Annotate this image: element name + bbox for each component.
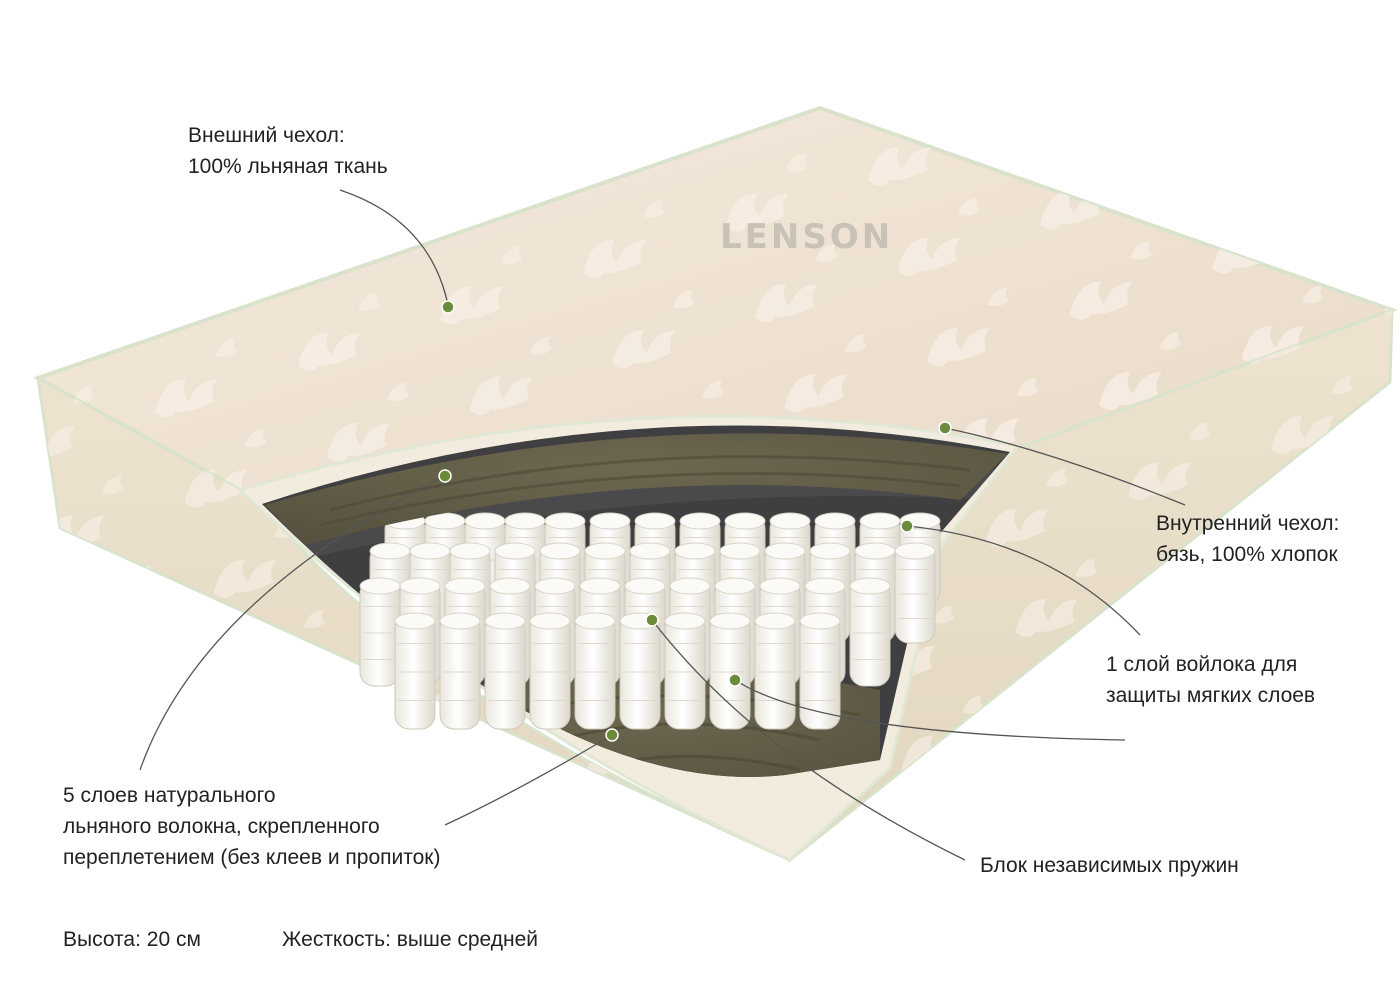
spec-height: Высота: 20 см xyxy=(63,928,201,951)
callout-outer-cover-line2: 100% льняная ткань xyxy=(188,155,388,178)
callout-flax-layers: 5 слоев натурального льняного волокна, с… xyxy=(63,780,441,873)
leader-felt-bottom xyxy=(734,679,1126,741)
callout-flax-line1: 5 слоев натурального xyxy=(63,784,276,807)
spring-47 xyxy=(754,612,796,730)
spring-48 xyxy=(799,612,841,730)
spring-41 xyxy=(484,612,526,730)
callout-felt-line2: защиты мягких слоев xyxy=(1106,684,1316,707)
spring-44 xyxy=(619,612,661,730)
spring-46 xyxy=(709,612,751,730)
leader-felt-top xyxy=(906,525,1141,636)
callout-spring-block: Блок независимых пружин xyxy=(980,850,1239,881)
spring-39 xyxy=(394,612,436,730)
callout-inner-cover-line2: бязь, 100% хлопок xyxy=(1156,543,1338,566)
spring-42 xyxy=(529,612,571,730)
callout-flax-line3: переплетением (без клеев и пропиток) xyxy=(63,846,441,869)
callout-outer-cover: Внешний чехол: 100% льняная ткань xyxy=(188,120,388,182)
callout-dots xyxy=(438,300,952,742)
dot-felt-bottom xyxy=(728,673,742,687)
callout-springs-line1: Блок независимых пружин xyxy=(980,854,1239,877)
leader-lines xyxy=(139,189,1186,861)
dot-flax-bottom xyxy=(605,728,619,742)
spring-26 xyxy=(894,542,936,644)
leader-flax xyxy=(139,475,446,771)
dot-flax-top xyxy=(438,469,452,483)
brand-logo: LENSON xyxy=(720,217,893,257)
leader-outer-cover xyxy=(339,189,449,306)
callout-outer-cover-line1: Внешний чехол: xyxy=(188,124,345,147)
spring-40 xyxy=(439,612,481,730)
spring-45 xyxy=(664,612,706,730)
leader-flax-bottom xyxy=(444,734,613,826)
dot-outer-cover xyxy=(441,300,455,314)
spring-27 xyxy=(359,577,401,687)
callout-inner-cover-line1: Внутренний чехол: xyxy=(1156,512,1340,535)
leader-inner-cover xyxy=(944,427,1186,506)
callout-felt-line1: 1 слой войлока для xyxy=(1106,653,1298,676)
leader-springs xyxy=(651,619,966,861)
spec-firmness: Жесткость: выше средней xyxy=(282,928,539,951)
spring-38 xyxy=(849,577,891,687)
dot-felt-top xyxy=(900,519,914,533)
callout-felt-layer: 1 слой войлока для защиты мягких слоев xyxy=(1106,649,1315,711)
callout-inner-cover: Внутренний чехол: бязь, 100% хлопок xyxy=(1156,508,1339,570)
dot-inner-cover xyxy=(938,421,952,435)
spring-43 xyxy=(574,612,616,730)
dot-springs xyxy=(645,613,659,627)
spring-block xyxy=(359,512,941,730)
callout-flax-line2: льняного волокна, скрепленного xyxy=(63,815,380,838)
